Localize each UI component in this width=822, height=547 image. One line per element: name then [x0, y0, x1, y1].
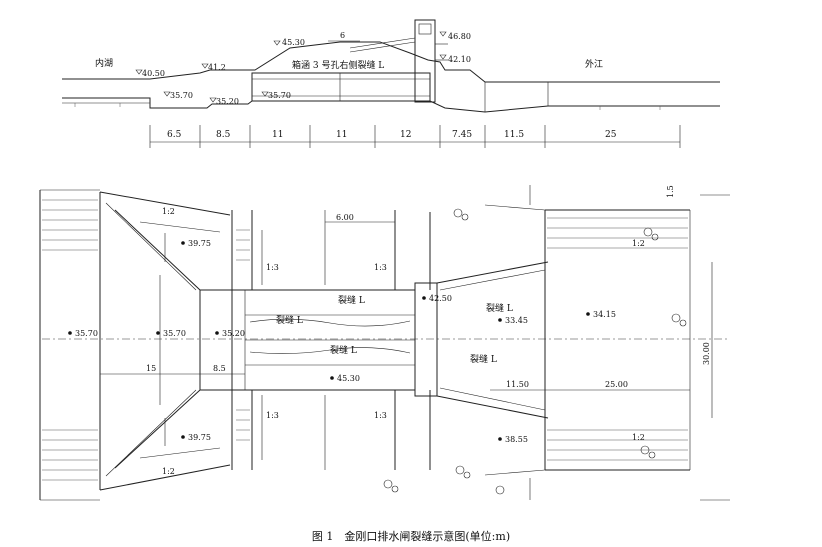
dim-mark: 6 [340, 31, 345, 40]
elev-point: 45.30 [337, 374, 360, 383]
dim-label: 8.5 [213, 364, 226, 373]
longitudinal-section: 内湖 外江 箱涵 3 号孔右侧裂缝 L 40.50 41.2 35.70 35.… [62, 19, 720, 148]
elev-mark: 42.10 [448, 55, 471, 64]
dim-label: 12 [400, 130, 411, 140]
elev-mark: 35.70 [170, 91, 193, 100]
elev-point: 33.45 [505, 316, 528, 325]
tree-icons [383, 208, 687, 495]
crack-label: 裂缝 L [330, 344, 357, 356]
elev-mark: 45.30 [282, 38, 305, 47]
slope-label: 1:3 [266, 263, 279, 272]
plan-dimensions: 6.00 15 8.5 11.50 25.00 30.00 1.5 [100, 185, 713, 418]
dim-label: 30.00 [702, 342, 711, 365]
section-elevation-marks: 40.50 41.2 35.70 35.20 45.30 35.70 6 46.… [135, 31, 471, 106]
elev-mark: 41.2 [208, 63, 226, 72]
crack-label: 裂缝 L [486, 302, 513, 314]
dim-label: 11 [336, 130, 347, 140]
figure-caption: 图 1 金刚口排水闸裂缝示意图(单位:m) [311, 530, 511, 543]
elev-point: 35.70 [75, 329, 98, 338]
plan-elevation-points: 39.75 35.70 35.70 35.20 42.50 33.45 34.1… [68, 239, 616, 444]
section-dimension-chain: 6.5 8.5 11 11 12 7.45 11.5 25 [149, 125, 681, 148]
elev-point: 35.70 [163, 329, 186, 338]
elev-mark: 35.70 [268, 91, 291, 100]
dim-label: 1.5 [666, 185, 675, 198]
dim-label: 25.00 [605, 380, 628, 389]
elev-mark: 40.50 [142, 69, 165, 78]
dim-label: 6.5 [167, 130, 182, 140]
slope-label: 1:3 [374, 411, 387, 420]
section-crack-label: 箱涵 3 号孔右侧裂缝 L [292, 59, 384, 71]
slope-label: 1:3 [374, 263, 387, 272]
elev-point: 34.15 [593, 310, 616, 319]
elev-point: 38.55 [505, 435, 528, 444]
crack-labels: 裂缝 L 裂缝 L 裂缝 L 裂缝 L 裂缝 L [276, 294, 513, 365]
elev-mark: 35.20 [216, 97, 239, 106]
slope-label: 1:2 [162, 467, 175, 476]
label-outer-river: 外江 [585, 58, 603, 70]
dim-label: 15 [146, 364, 156, 373]
dim-label: 6.00 [336, 213, 354, 222]
slope-label: 1:3 [266, 411, 279, 420]
dim-label: 11 [272, 130, 283, 140]
plan-view: 1:2 1:3 1:3 1:3 1:3 1:2 1:2 1:2 39.75 35… [39, 185, 730, 501]
slope-label: 1:2 [632, 433, 645, 442]
elev-point: 39.75 [188, 433, 211, 442]
dim-label: 25 [605, 130, 617, 140]
dim-label: 8.5 [216, 130, 231, 140]
dim-label: 7.45 [452, 130, 472, 140]
crack-label: 裂缝 L [470, 353, 497, 365]
elev-point: 42.50 [429, 294, 452, 303]
bank-hatching [42, 199, 688, 481]
dim-label: 11.5 [504, 130, 524, 140]
elev-mark: 46.80 [448, 32, 471, 41]
slope-label: 1:2 [632, 239, 645, 248]
elev-point: 39.75 [188, 239, 211, 248]
label-inner-lake: 内湖 [95, 57, 113, 69]
dim-label: 11.50 [506, 380, 529, 389]
crack-label: 裂缝 L [276, 314, 303, 326]
crack-label: 裂缝 L [338, 294, 365, 306]
elev-point: 35.20 [222, 329, 245, 338]
slope-label: 1:2 [162, 207, 175, 216]
